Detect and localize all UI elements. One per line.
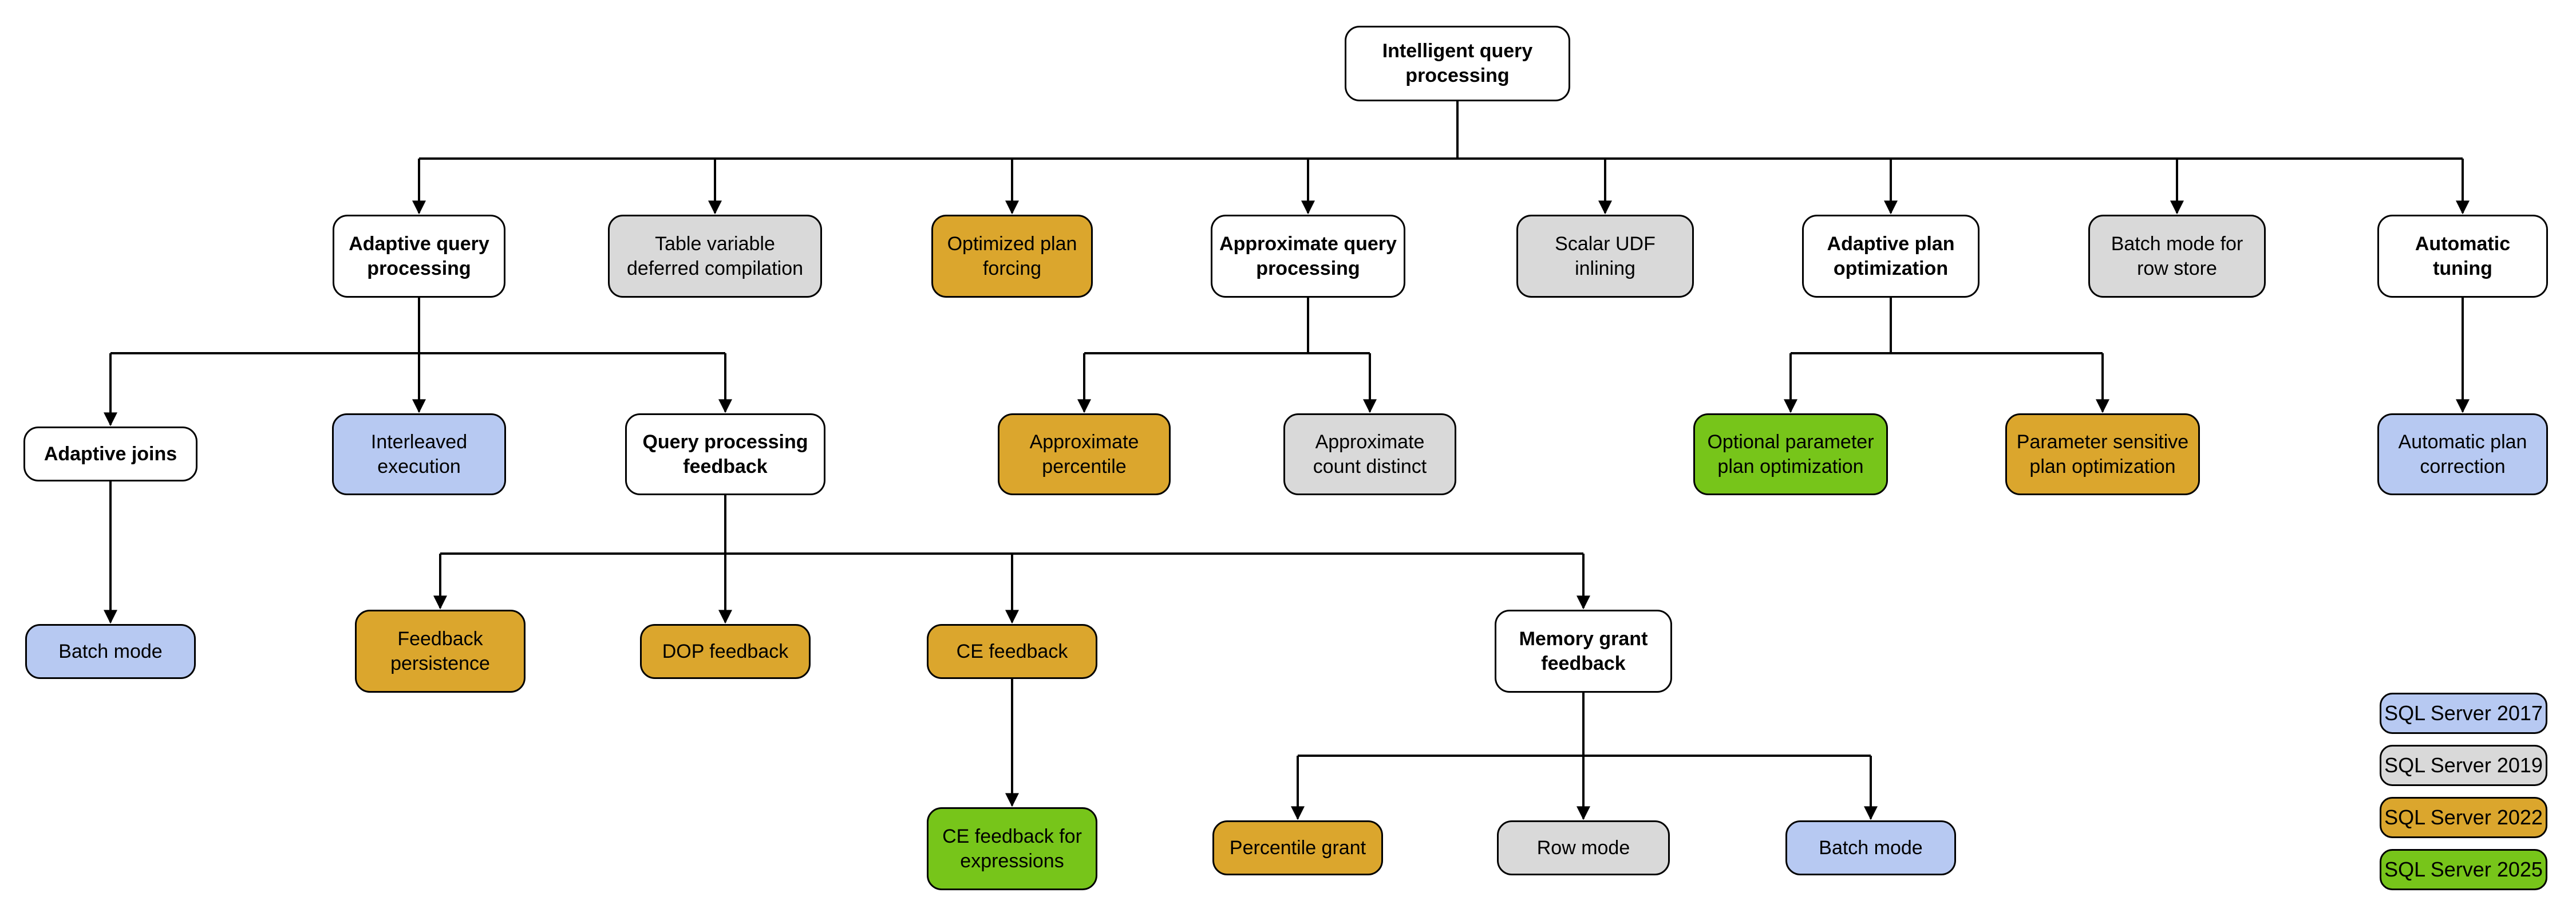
node-label: Optimized plan forcing [947,232,1077,279]
node-label: Automatic tuning [2415,232,2511,279]
node-parameter-sensitive-plan-optimization: Parameter sensitive plan optimization [2005,413,2200,495]
node-label: Interleaved execution [370,431,468,477]
node-label: Scalar UDF inlining [1555,232,1656,279]
node-label: Percentile grant [1229,836,1366,859]
node-dop-feedback: DOP feedback [640,624,811,679]
node-scalar-udf-inlining: Scalar UDF inlining [1516,215,1694,298]
node-label: Parameter sensitive plan optimization [2016,431,2189,477]
node-label: Batch mode [1819,836,1923,859]
node-automatic-plan-correction: Automatic plan correction [2377,413,2548,495]
node-adaptive-joins: Adaptive joins [23,427,197,481]
node-row-mode: Row mode [1497,820,1670,875]
node-approximate-query-processing: Approximate query processing [1211,215,1405,298]
node-label: Feedback persistence [390,627,490,674]
node-label: Memory grant feedback [1519,627,1648,674]
node-label: Optional parameter plan optimization [1707,431,1874,477]
node-label: Approximate percentile [1029,431,1139,477]
node-label: Adaptive plan optimization [1827,232,1955,279]
node-ce-feedback-for-expressions: CE feedback for expressions [927,807,1097,890]
node-optional-parameter-plan-optimization: Optional parameter plan optimization [1693,413,1888,495]
node-label: Approximate query processing [1219,232,1397,279]
node-batch-mode-adaptive-joins: Batch mode [25,624,196,679]
node-label: Batch mode for row store [2111,232,2243,279]
node-label: Batch mode [58,640,163,662]
node-label: Query processing feedback [642,431,808,477]
node-optimized-plan-forcing: Optimized plan forcing [931,215,1093,298]
node-adaptive-query-processing: Adaptive query processing [333,215,505,298]
legend-item-label: SQL Server 2022 [2384,806,2543,829]
node-approximate-count-distinct: Approximate count distinct [1283,413,1456,495]
node-label: Table variable deferred compilation [626,232,804,279]
legend-item-2025: SQL Server 2025 [2380,849,2547,890]
legend-item-label: SQL Server 2019 [2384,753,2543,777]
node-label: Row mode [1536,836,1630,859]
node-table-variable-deferred-compilation: Table variable deferred compilation [608,215,822,298]
legend-item-2022: SQL Server 2022 [2380,797,2547,838]
node-approximate-percentile: Approximate percentile [998,413,1171,495]
node-label: Approximate count distinct [1313,431,1427,477]
node-root: Intelligent query processing [1345,26,1570,101]
node-label: Adaptive query processing [349,232,489,279]
node-interleaved-execution: Interleaved execution [332,413,506,495]
node-adaptive-plan-optimization: Adaptive plan optimization [1802,215,1980,298]
legend-item-label: SQL Server 2017 [2384,701,2543,725]
node-query-processing-feedback: Query processing feedback [625,413,825,495]
node-automatic-tuning: Automatic tuning [2377,215,2548,298]
node-batch-mode-for-row-store: Batch mode for row store [2088,215,2266,298]
node-label: DOP feedback [662,640,789,662]
node-feedback-persistence: Feedback persistence [355,610,526,693]
node-batch-mode-memory-grant: Batch mode [1785,820,1956,875]
node-memory-grant-feedback: Memory grant feedback [1495,610,1672,693]
node-label: Adaptive joins [44,443,177,465]
node-label: CE feedback for expressions [942,825,1082,872]
node-ce-feedback: CE feedback [927,624,1097,679]
node-label: Automatic plan correction [2398,431,2527,477]
legend-item-2017: SQL Server 2017 [2380,693,2547,734]
legend-item-label: SQL Server 2025 [2384,858,2543,881]
legend-item-2019: SQL Server 2019 [2380,745,2547,786]
node-label: Intelligent query processing [1382,40,1533,86]
node-percentile-grant: Percentile grant [1212,820,1383,875]
node-label: CE feedback [956,640,1068,662]
